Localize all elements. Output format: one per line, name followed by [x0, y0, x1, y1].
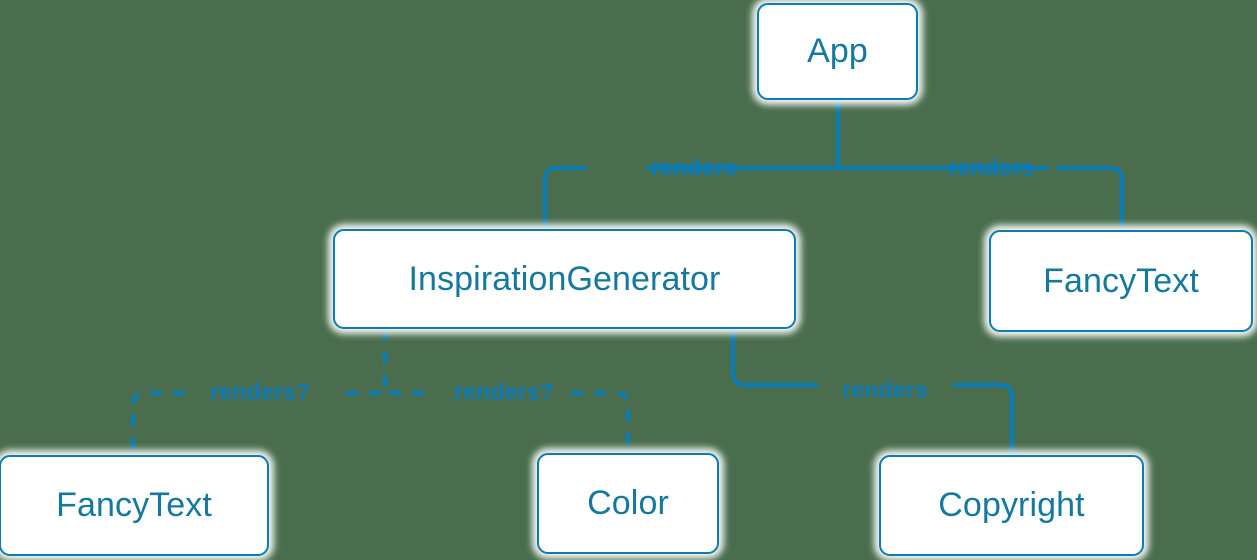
node-copyright-label: Copyright	[938, 486, 1085, 524]
node-color-label: Color	[587, 484, 669, 522]
node-copyright[interactable]: Copyright	[879, 455, 1144, 556]
node-fancytext-left-label: FancyText	[56, 486, 212, 524]
node-fancytext-right-label: FancyText	[1043, 261, 1199, 300]
node-app-label: App	[807, 32, 868, 70]
edge-app-to-inspirationgenerator-elbow	[542, 165, 586, 229]
edge-inspirationgenerator-to-copyright-tail	[953, 382, 1015, 455]
node-inspirationgenerator-label: InspirationGenerator	[408, 259, 721, 298]
edge-inspirationgenerator-to-fancytext-dashed-elbow	[130, 390, 185, 455]
edge-inspirationgenerator-to-color-dashed-elbow	[571, 390, 631, 453]
node-inspirationgenerator[interactable]: InspirationGenerator	[333, 229, 796, 329]
edge-app-to-fancytext-elbow	[1056, 165, 1125, 230]
edge-label-app-to-fancytext: renders	[948, 154, 1034, 181]
node-fancytext-left[interactable]: FancyText	[0, 455, 269, 556]
node-fancytext-right[interactable]: FancyText	[989, 230, 1253, 332]
node-app[interactable]: App	[757, 3, 918, 100]
edge-label-inspirationgenerator-to-fancytext: renders?	[209, 378, 311, 405]
edge-label-inspirationgenerator-to-color: renders?	[453, 378, 555, 405]
edge-label-app-to-inspirationgenerator: renders	[651, 154, 737, 181]
node-color[interactable]: Color	[537, 453, 719, 554]
edge-inspirationgenerator-to-copyright	[730, 329, 818, 388]
edge-label-inspirationgenerator-to-copyright: renders	[842, 376, 928, 403]
